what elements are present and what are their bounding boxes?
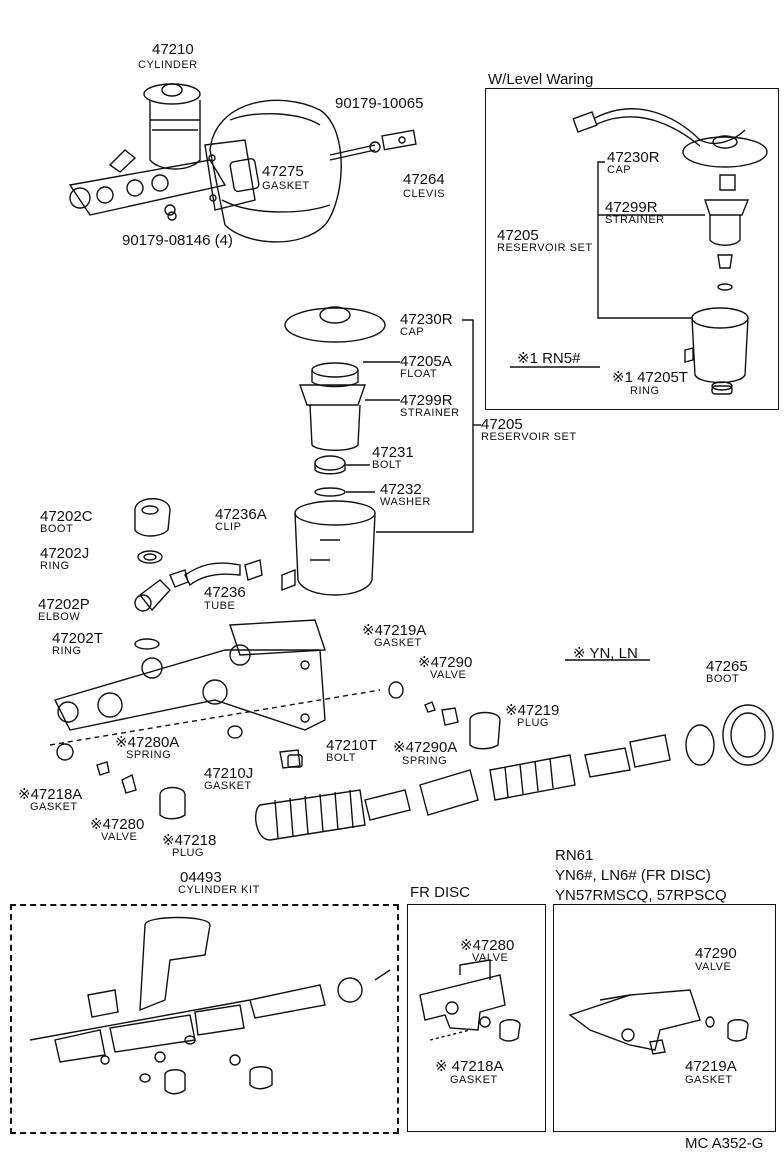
lw-47205T-name: RING bbox=[630, 385, 660, 397]
part-47265-number: 47265 bbox=[706, 658, 748, 675]
section-level-warning: W/Level Waring bbox=[488, 71, 594, 88]
lw-47205-number: 47205 bbox=[497, 227, 539, 244]
part-47264-name: CLEVIS bbox=[403, 188, 446, 200]
part-47290-number: ※47290 bbox=[418, 654, 473, 671]
part-47210T-number: 47210T bbox=[326, 737, 377, 754]
part-04493-name: CYLINDER KIT bbox=[178, 884, 260, 896]
level-warning-box bbox=[485, 88, 779, 410]
part-47236A-number: 47236A bbox=[215, 506, 267, 523]
rn61-drawing bbox=[568, 989, 749, 1055]
part-47205-number: 47205 bbox=[481, 416, 523, 433]
part-47290A-number: ※47290A bbox=[393, 739, 458, 756]
part-47205A-name: FLOAT bbox=[400, 368, 438, 380]
section-yn-ln: ※ YN, LN bbox=[573, 645, 638, 662]
part-47202P-name: ELBOW bbox=[38, 611, 81, 623]
part-47236-number: 47236 bbox=[204, 584, 246, 601]
part-47202J-number: 47202J bbox=[40, 545, 90, 562]
part-47275-number: 47275 bbox=[262, 163, 304, 180]
part-47210T-name: BOLT bbox=[326, 752, 356, 764]
part-47219-name: PLUG bbox=[517, 717, 549, 729]
part-47264-number: 47264 bbox=[403, 171, 445, 188]
reservoir-exploded-drawing bbox=[281, 306, 481, 596]
part-47218-name: PLUG bbox=[172, 847, 204, 859]
rn-47290-number: 47290 bbox=[695, 945, 737, 962]
part-47210-name: CYLINDER bbox=[138, 59, 198, 71]
part-47275-name: GASKET bbox=[262, 180, 310, 192]
lw-47230R-number: 47230R bbox=[607, 149, 660, 166]
part-47236A-name: CLIP bbox=[215, 521, 242, 533]
part-47218A-number: ※47218A bbox=[18, 786, 83, 803]
small-parts-bottom-drawing bbox=[96, 701, 501, 820]
part-47219-number: ※47219 bbox=[505, 702, 560, 719]
part-47232-name: WASHER bbox=[380, 496, 431, 508]
part-47218-number: ※47218 bbox=[162, 832, 217, 849]
part-47290A-name: SPRING bbox=[402, 755, 448, 767]
part-04493-number: 04493 bbox=[180, 869, 222, 886]
fr-disc-drawing bbox=[419, 959, 521, 1042]
piston-assembly-drawing bbox=[254, 704, 774, 841]
cylinder-kit-box bbox=[10, 904, 399, 1134]
part-47265-name: BOOT bbox=[706, 673, 740, 685]
fd-47280-name: VALVE bbox=[472, 952, 509, 964]
part-47205-name: RESERVOIR SET bbox=[481, 431, 577, 443]
section-rn61-line1: RN61 bbox=[555, 847, 594, 864]
part-47232-number: 47232 bbox=[380, 481, 422, 498]
lw-47205T-number: ※1 47205T bbox=[612, 369, 688, 386]
master-cylinder-drawing bbox=[68, 83, 260, 221]
fr-disc-box bbox=[407, 904, 546, 1132]
part-47205A-number: 47205A bbox=[400, 353, 452, 370]
part-47280-number: ※47280 bbox=[90, 816, 145, 833]
section-rn61-line3: YN57RMSCQ, 57RPSCQ bbox=[555, 887, 727, 904]
lw-47299R-name: STRAINER bbox=[605, 214, 665, 226]
part-47219A-name: GASKET bbox=[374, 637, 422, 649]
part-47202T-number: 47202T bbox=[52, 630, 103, 647]
part-47236-name: TUBE bbox=[204, 600, 236, 612]
part-47280A-name: SPRING bbox=[126, 749, 172, 761]
section-fr-disc: FR DISC bbox=[410, 884, 470, 901]
fd-47280-number: ※47280 bbox=[460, 937, 515, 954]
part-47202T-name: RING bbox=[52, 645, 82, 657]
lw-47230R-name: CAP bbox=[607, 164, 632, 176]
rn-47219A-name: GASKET bbox=[685, 1074, 733, 1086]
brake-booster-drawing bbox=[209, 99, 417, 243]
part-47210J-name: GASKET bbox=[204, 780, 252, 792]
level-warning-drawing bbox=[572, 108, 768, 395]
lw-47205-name: RESERVOIR SET bbox=[497, 242, 593, 254]
part-47290-name: VALVE bbox=[430, 669, 467, 681]
part-47210-number: 47210 bbox=[152, 41, 194, 58]
cylinder-body-drawing bbox=[49, 619, 404, 761]
part-47230R-name: CAP bbox=[400, 326, 425, 338]
part-47202P-number: 47202P bbox=[38, 596, 90, 613]
rn-47290-name: VALVE bbox=[695, 961, 732, 973]
part-47299R-number: 47299R bbox=[400, 392, 453, 409]
part-47202C-name: BOOT bbox=[40, 523, 74, 535]
part-47202J-name: RING bbox=[40, 560, 70, 572]
part-47280-name: VALVE bbox=[101, 831, 138, 843]
part-47299R-name: STRAINER bbox=[400, 407, 460, 419]
rn61-box bbox=[553, 904, 776, 1132]
lw-47299R-number: 47299R bbox=[605, 199, 658, 216]
section-rn5-note: ※1 RN5# bbox=[517, 350, 581, 367]
part-90179-10065-number: 90179-10065 bbox=[335, 95, 424, 112]
fd-47218A-number: ※ 47218A bbox=[435, 1058, 504, 1075]
part-47230R-number: 47230R bbox=[400, 311, 453, 328]
fd-47218A-name: GASKET bbox=[450, 1074, 498, 1086]
part-90179-08146-number: 90179-08146 (4) bbox=[122, 232, 233, 249]
part-47219A-number: ※47219A bbox=[362, 622, 427, 639]
small-parts-left-drawing bbox=[134, 498, 263, 650]
part-47231-number: 47231 bbox=[372, 444, 414, 461]
footer-code: MC A352-G bbox=[685, 1135, 764, 1152]
rn-47219A-number: 47219A bbox=[685, 1058, 737, 1075]
part-47280A-number: ※47280A bbox=[115, 734, 180, 751]
part-47202C-number: 47202C bbox=[40, 508, 93, 525]
part-47231-name: BOLT bbox=[372, 459, 402, 471]
section-rn61-line2: YN6#, LN6# (FR DISC) bbox=[555, 867, 711, 884]
part-47218A-name: GASKET bbox=[30, 801, 78, 813]
cylinder-kit-drawing bbox=[29, 916, 391, 1095]
part-47210J-number: 47210J bbox=[204, 765, 254, 782]
